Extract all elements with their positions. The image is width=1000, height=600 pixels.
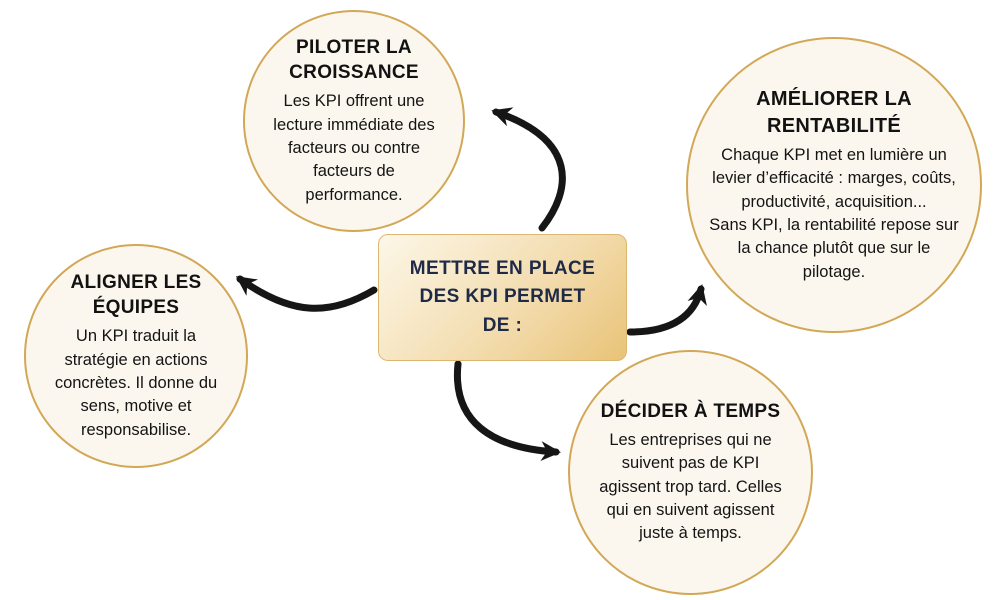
node-title: ALIGNER LES ÉQUIPES	[70, 271, 202, 319]
arrow-center-to-rentabilite	[626, 284, 707, 336]
node-body: Chaque KPI met en lumière un levier d’ef…	[709, 145, 959, 281]
arrow-center-to-piloter	[491, 107, 566, 232]
arrow-center-to-decider	[453, 360, 561, 462]
node-decider-a-temps: DÉCIDER À TEMPS Les entreprises qui ne s…	[568, 350, 813, 595]
node-ameliorer-la-rentabilite: AMÉLIORER LA RENTABILITÉ Chaque KPI met …	[686, 37, 982, 333]
node-title: PILOTER LA CROISSANCE	[289, 36, 419, 84]
node-title: AMÉLIORER LA RENTABILITÉ	[756, 87, 912, 137]
arrow-center-to-aligner	[235, 275, 378, 312]
node-title: DÉCIDER À TEMPS	[600, 401, 781, 423]
node-body: Les KPI offrent une lecture immédiate de…	[273, 92, 435, 204]
center-node-label: METTRE EN PLACE DES KPI PERMET DE :	[409, 257, 596, 336]
node-aligner-les-equipes: ALIGNER LES ÉQUIPES Un KPI traduit la st…	[24, 244, 248, 468]
node-body: Un KPI traduit la stratégie en actions c…	[54, 327, 218, 439]
node-body: Les entreprises qui ne suivent pas de KP…	[599, 430, 782, 543]
center-node: METTRE EN PLACE DES KPI PERMET DE :	[378, 234, 627, 361]
node-piloter-la-croissance: PILOTER LA CROISSANCE Les KPI offrent un…	[243, 10, 465, 232]
